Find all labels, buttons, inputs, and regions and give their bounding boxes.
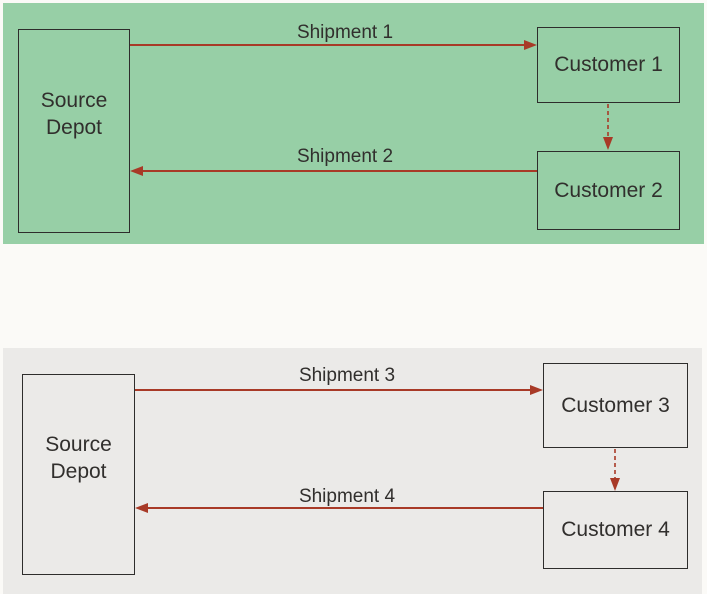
customer-2-box: Customer 2: [537, 151, 680, 230]
source-depot-box-top: Source Depot: [18, 29, 130, 233]
customer-2-label: Customer 2: [554, 178, 663, 202]
shipment-2-arrowhead-icon: [130, 166, 143, 176]
flow-panel-top: Source Depot Customer 1 Customer 2 Shipm…: [3, 3, 704, 244]
customer-4-box: Customer 4: [543, 491, 688, 569]
shipment-1-arrowhead-icon: [524, 40, 537, 50]
shipment-3-label: Shipment 3: [298, 365, 396, 386]
shipment-2-label: Shipment 2: [296, 146, 394, 167]
source-depot-label-line1: Source: [40, 89, 108, 112]
shipment-4-arrowhead-icon: [135, 503, 148, 513]
source-depot-label-line2: Depot: [50, 459, 107, 483]
source-depot-label-line2: Depot: [45, 116, 103, 139]
shipment-4-label: Shipment 4: [298, 486, 396, 507]
source-depot-label-line1: Source: [45, 432, 112, 456]
customer-4-label: Customer 4: [561, 518, 670, 541]
shipment-3-arrowhead-icon: [530, 385, 543, 395]
source-depot-box-bottom: Source Depot: [22, 374, 135, 575]
customer-1-label: Customer 1: [554, 53, 663, 76]
customer-3-label: Customer 3: [561, 393, 670, 417]
customer-3-box: Customer 3: [543, 363, 688, 448]
customer-1-box: Customer 1: [537, 27, 680, 103]
flow-panel-bottom: Source Depot Customer 3 Customer 4 Shipm…: [3, 348, 702, 594]
shipment-1-label: Shipment 1: [296, 22, 394, 43]
customer3-to-customer4-arrowhead-icon: [610, 478, 620, 491]
customer1-to-customer2-arrowhead-icon: [603, 137, 613, 150]
